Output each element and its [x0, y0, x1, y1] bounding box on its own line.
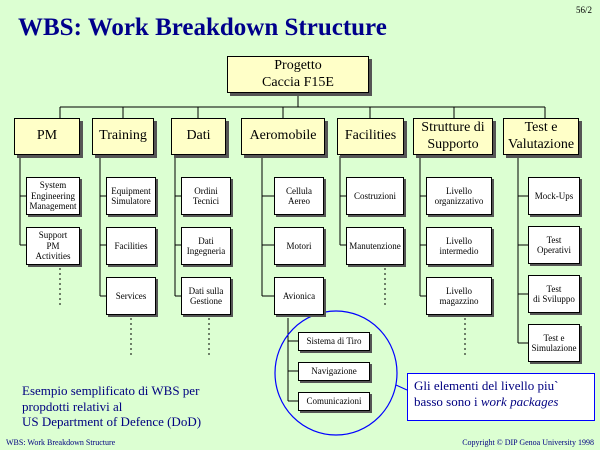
node-test-e-valutazione: Test e Valutazione — [503, 118, 579, 155]
leaf-livello-organizzativo: Livello organizzativo — [426, 177, 492, 215]
node-dati: Dati — [171, 118, 226, 155]
node-strutture-di-supporto: Strutture di Supporto — [413, 118, 493, 155]
slide-title: WBS: Work Breakdown Structure — [18, 14, 387, 41]
example-note: Esempio semplificato di WBS per propdott… — [22, 383, 202, 430]
leaf-test-operativi: Test Operativi — [528, 226, 580, 264]
leaf-dati-ingegneria: Dati Ingegneria — [181, 227, 231, 265]
node-aeromobile: Aeromobile — [241, 118, 325, 155]
leaf-test-e-simulazione: Test e Simulazione — [528, 324, 580, 362]
leaf-comunicazioni: Comunicazioni — [298, 392, 370, 411]
leaf-ordini-tecnici: Ordini Tecnici — [181, 177, 231, 215]
leaf-cellula-aereo: Cellula Aereo — [274, 177, 324, 215]
callout-text: Gli elementi del livello piu` basso sono… — [414, 378, 559, 410]
leaf-manutenzione: Manutenzione — [346, 227, 404, 265]
leaf-avionica: Avionica — [274, 277, 324, 315]
leaf-services: Services — [106, 277, 156, 315]
work-packages-callout: Gli elementi del livello piu` basso sono… — [407, 373, 595, 421]
footer-title: WBS: Work Breakdown Structure — [6, 438, 116, 447]
leaf-livello-intermedio: Livello intermedio — [426, 227, 492, 265]
leaf-mock-ups: Mock-Ups — [528, 177, 580, 215]
node-facilities: Facilities — [337, 118, 404, 155]
leaf-navigazione: Navigazione — [298, 362, 370, 381]
leaf-livello-magazzino: Livello magazzino — [426, 277, 492, 315]
leaf-facilities: Facilities — [106, 227, 156, 265]
leaf-system-engineering-management: System Engineering Management — [26, 177, 80, 215]
root-node: Progetto Caccia F15E — [227, 56, 369, 93]
leaf-costruzioni: Costruzioni — [346, 177, 404, 215]
node-training: Training — [92, 118, 154, 155]
leaf-dati-sulla-gestione: Dati sulla Gestione — [181, 277, 231, 315]
page-number: 56/2 — [575, 5, 592, 15]
node-pm: PM — [14, 118, 80, 155]
work-package-circle — [274, 310, 398, 436]
leaf-support-pm-activities: Support PM Activities — [26, 227, 80, 265]
footer-copyright: Copyright © DIP Genoa University 1998 — [462, 438, 594, 447]
callout-emphasis: work packages — [480, 394, 559, 410]
leaf-test-di-sviluppo: Test di Sviluppo — [528, 275, 580, 313]
leaf-sistema-di-tiro: Sistema di Tiro — [298, 332, 370, 351]
leaf-motori: Motori — [274, 227, 324, 265]
leaf-equipment-simulatore: Equipment Simulatore — [106, 177, 156, 215]
